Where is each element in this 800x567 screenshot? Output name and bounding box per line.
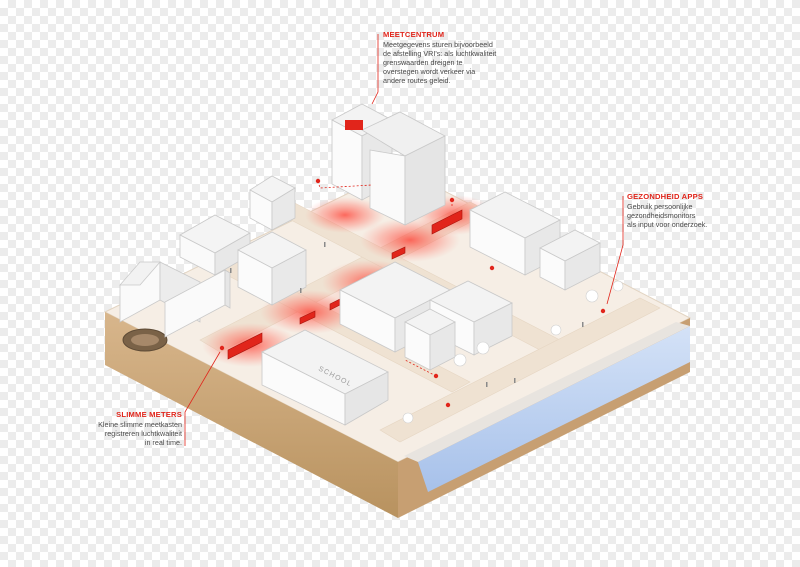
callout-leaders — [184, 34, 624, 446]
callout-line: de afstelling VRI's: als luchtkwaliteit — [383, 49, 497, 58]
callout-dashed-links — [317, 180, 453, 377]
callout-line: Kleine slimme meetkasten — [98, 420, 182, 429]
callout-line: registreren luchtkwaliteit — [104, 429, 182, 438]
canal-water — [418, 326, 690, 492]
slimme-meters-leader — [184, 351, 221, 446]
callout-line: Meetgegevens sturen bijvoorbeeld — [383, 40, 493, 49]
callout-meetcentrum: MEETCENTRUM Meetgegevens sturen bijvoorb… — [383, 30, 496, 85]
callout-line: als input voor onderzoek. — [627, 220, 708, 229]
canal — [404, 322, 690, 492]
meetcentrum-leader — [371, 34, 379, 105]
pedestrians — [230, 242, 584, 387]
callout-line: overstegen wordt verkeer via — [383, 67, 476, 76]
building-house-gable — [249, 175, 296, 231]
bus-red — [227, 332, 263, 360]
callout-line: andere routes geleid. — [383, 76, 451, 85]
callout-slimme-meters: SLIMME METERS Kleine slimme meetkasten r… — [98, 410, 182, 447]
building-left-long — [164, 269, 231, 338]
callout-meetcentrum-title: MEETCENTRUM — [383, 30, 445, 39]
trees — [402, 280, 624, 424]
car-red — [391, 246, 406, 260]
building-houses-back — [179, 214, 251, 276]
quay-street — [379, 297, 661, 443]
callout-line: Gebruik persoonlijke — [627, 202, 693, 211]
callout-slimme-meters-title: SLIMME METERS — [116, 410, 182, 419]
callout-gezondheid-apps: GEZONDHEID APPS Gebruik persoonlijke gez… — [627, 192, 707, 229]
tower-meetcentrum — [331, 103, 446, 226]
sensor-markers — [219, 178, 606, 408]
gezondheid-leader — [606, 196, 624, 305]
callout-gezondheid-apps-title: GEZONDHEID APPS — [627, 192, 704, 201]
building-right-houses — [469, 191, 601, 291]
building-center-small — [404, 308, 456, 371]
building-townhouse — [237, 231, 307, 306]
canal-quay — [404, 322, 690, 462]
bus-red — [431, 209, 463, 235]
callout-line: grenswaarden dreigen te — [383, 58, 463, 67]
car-red — [299, 310, 316, 325]
vehicles — [227, 209, 463, 360]
meetcentrum-screen — [345, 120, 363, 130]
soil-left-side — [105, 312, 398, 518]
building-school — [261, 329, 389, 426]
callout-line: in real time. — [144, 438, 182, 447]
callout-line: gezondheidsmonitors — [627, 211, 696, 220]
